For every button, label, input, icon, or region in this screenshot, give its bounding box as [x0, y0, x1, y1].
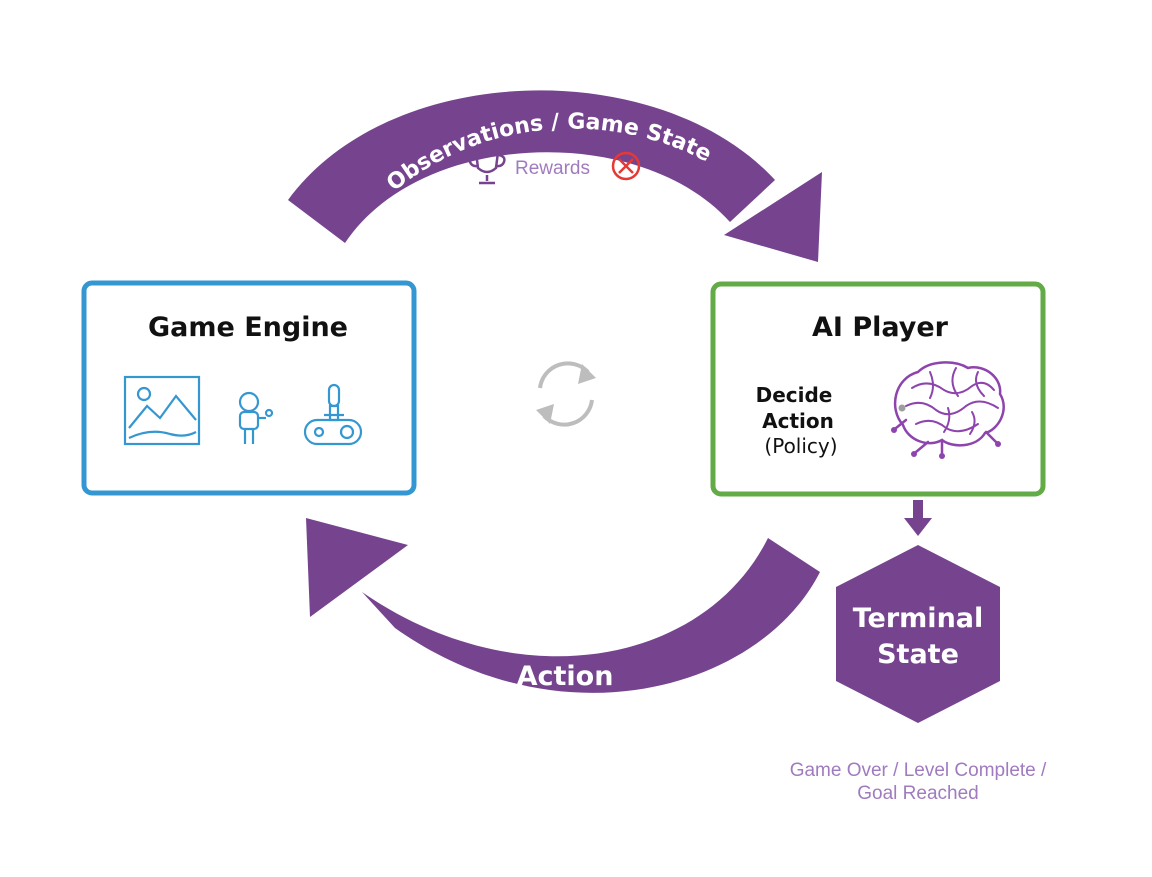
action-arrow: Action — [306, 518, 820, 693]
terminal-caption-line-1: Game Over / Level Complete / — [790, 760, 1047, 781]
terminal-line-1: Terminal — [853, 603, 984, 634]
game-engine-title: Game Engine — [148, 312, 348, 343]
action-arrow-body — [362, 538, 820, 693]
landscape-image-icon — [123, 375, 201, 446]
joystick-icon — [303, 383, 363, 446]
terminal-caption-line-2: Goal Reached — [857, 783, 978, 804]
trophy-icon — [468, 150, 506, 185]
policy-line-policy: (Policy) — [764, 434, 837, 458]
observations-arrow-head — [724, 172, 822, 262]
character-icon — [238, 391, 274, 444]
refresh-cycle-icon — [536, 361, 596, 427]
policy-line-action: Action — [762, 409, 834, 433]
ai-player-box: AI Player Decide Action (Policy) — [710, 281, 1046, 497]
ai-player-title: AI Player — [812, 312, 949, 343]
terminal-pointer-arrow — [904, 500, 932, 536]
action-arrow-head — [306, 518, 408, 617]
observations-arrow-body — [288, 90, 775, 243]
brain-icon — [891, 361, 1005, 459]
rewards-label: Rewards — [515, 158, 590, 179]
action-label: Action — [517, 661, 614, 692]
terminal-state-hexagon: Terminal State — [836, 545, 1000, 723]
policy-line-decide: Decide — [756, 383, 833, 407]
terminal-line-2: State — [877, 639, 959, 670]
cross-circle-icon — [611, 151, 641, 181]
rewards-row: Rewards — [468, 150, 641, 185]
game-engine-box: Game Engine — [81, 280, 417, 496]
